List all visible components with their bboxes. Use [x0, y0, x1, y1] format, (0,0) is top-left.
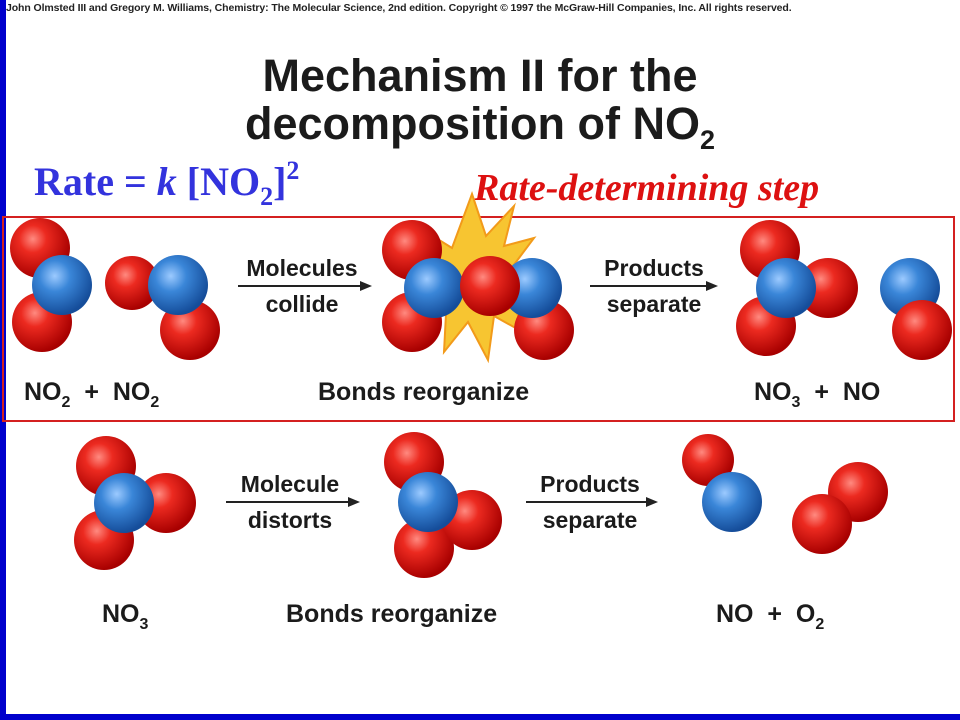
molecule-no2-reactant-2 [105, 255, 220, 360]
formula-part: NO [102, 600, 140, 628]
arrow-label-molecules-collide: Molecules collide [222, 250, 382, 322]
label-products-no-o2: NO + O2 [716, 600, 824, 634]
arrow-products-separate-2 [526, 497, 658, 507]
arrow-label-products-separate-1: Products separate [574, 250, 734, 322]
formula-part: NO [112, 378, 151, 406]
arrow-label-line: Molecule [240, 471, 340, 497]
label-reactants-no2-no2: NO2 + NO2 [24, 378, 159, 412]
formula-part: NO [842, 378, 881, 406]
formula-part: NO [716, 600, 754, 628]
arrow-label-products-separate-2: Products separate [510, 466, 670, 538]
arrow-label-line: collide [265, 291, 339, 317]
formula-subscript: 2 [61, 394, 71, 411]
rate-bracket-close: ] [273, 159, 287, 204]
arrow-label-line: Products [540, 471, 640, 497]
arrow-products-separate-1 [590, 281, 718, 291]
arrow-label-line: separate [542, 507, 638, 533]
molecule-no-product-2 [682, 434, 762, 532]
molecule-no3-distorted [384, 432, 502, 578]
molecule-no3-product [736, 220, 858, 356]
title-line-1: Mechanism II for the [262, 50, 698, 101]
arrow-molecules-collide [238, 281, 372, 291]
slide-title: Mechanism II for the decomposition of NO… [0, 52, 960, 164]
label-bonds-reorganize-1: Bonds reorganize [318, 378, 530, 406]
formula-part: O [795, 600, 816, 628]
arrow-label-molecule-distorts: Molecule distorts [210, 466, 370, 538]
formula-subscript: 3 [791, 394, 801, 411]
formula-subscript: 3 [139, 616, 149, 633]
label-reactant-no3: NO3 [102, 600, 148, 634]
rate-bracket-open: [NO [176, 159, 261, 204]
rate-prefix: Rate = [34, 159, 157, 204]
title-line-2: decomposition of NO2 [0, 100, 960, 164]
molecule-collision-complex [382, 220, 574, 360]
arrow-molecule-distorts [226, 497, 360, 507]
rate-constant: k [156, 159, 177, 204]
rate-determining-step-label: Rate-determining step [474, 167, 820, 209]
molecule-no2-reactant-1 [10, 218, 92, 352]
formula-part: NO [24, 378, 62, 406]
formula-part: NO [754, 378, 792, 406]
arrow-label-line: separate [606, 291, 702, 317]
label-products-no3-no: NO3 + NO [754, 378, 880, 412]
plus-sign: + [814, 378, 829, 406]
rate-law: Rate = k [NO2]2 [34, 156, 299, 212]
title-subscript: 2 [699, 125, 716, 155]
title-line-2-text: decomposition of NO [244, 98, 700, 149]
formula-subscript: 2 [150, 394, 160, 411]
rate-exponent: 2 [286, 156, 300, 185]
molecule-no3-reactant [74, 436, 196, 570]
arrow-label-line: distorts [247, 507, 333, 533]
plus-sign: + [767, 600, 783, 628]
formula-subscript: 2 [815, 616, 825, 633]
rate-subscript: 2 [260, 182, 274, 211]
molecule-no-product [880, 258, 952, 360]
bottom-accent-bar [0, 714, 960, 720]
arrow-label-line: Molecules [246, 255, 358, 281]
molecule-o2-product [792, 462, 888, 554]
label-bonds-reorganize-2: Bonds reorganize [286, 600, 498, 628]
copyright-notice: John Olmsted III and Gregory M. Williams… [6, 2, 792, 14]
plus-sign: + [84, 378, 99, 406]
arrow-label-line: Products [604, 255, 704, 281]
